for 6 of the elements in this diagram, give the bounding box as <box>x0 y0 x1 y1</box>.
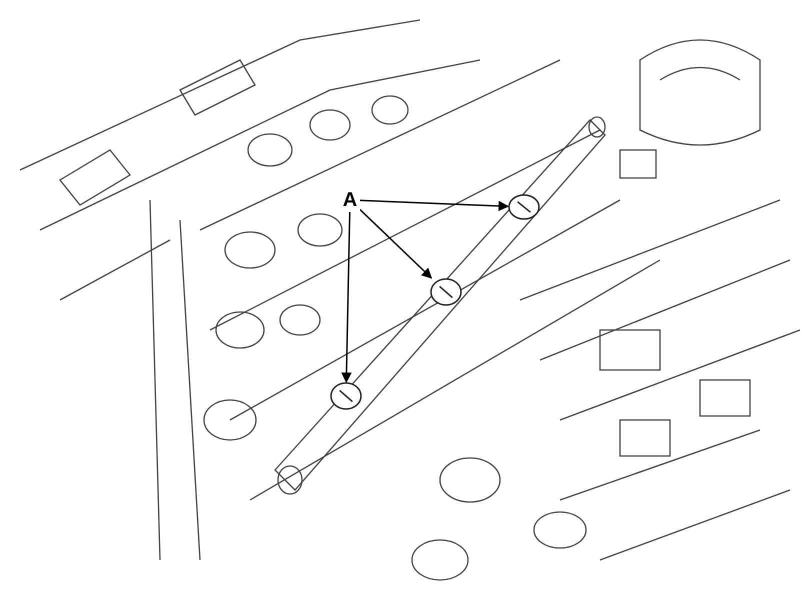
injector-part <box>508 194 540 220</box>
leader-line <box>341 212 352 384</box>
injector-part <box>330 382 362 410</box>
leader-line <box>359 209 432 279</box>
leader-line <box>360 200 510 212</box>
injector-part <box>430 278 462 306</box>
